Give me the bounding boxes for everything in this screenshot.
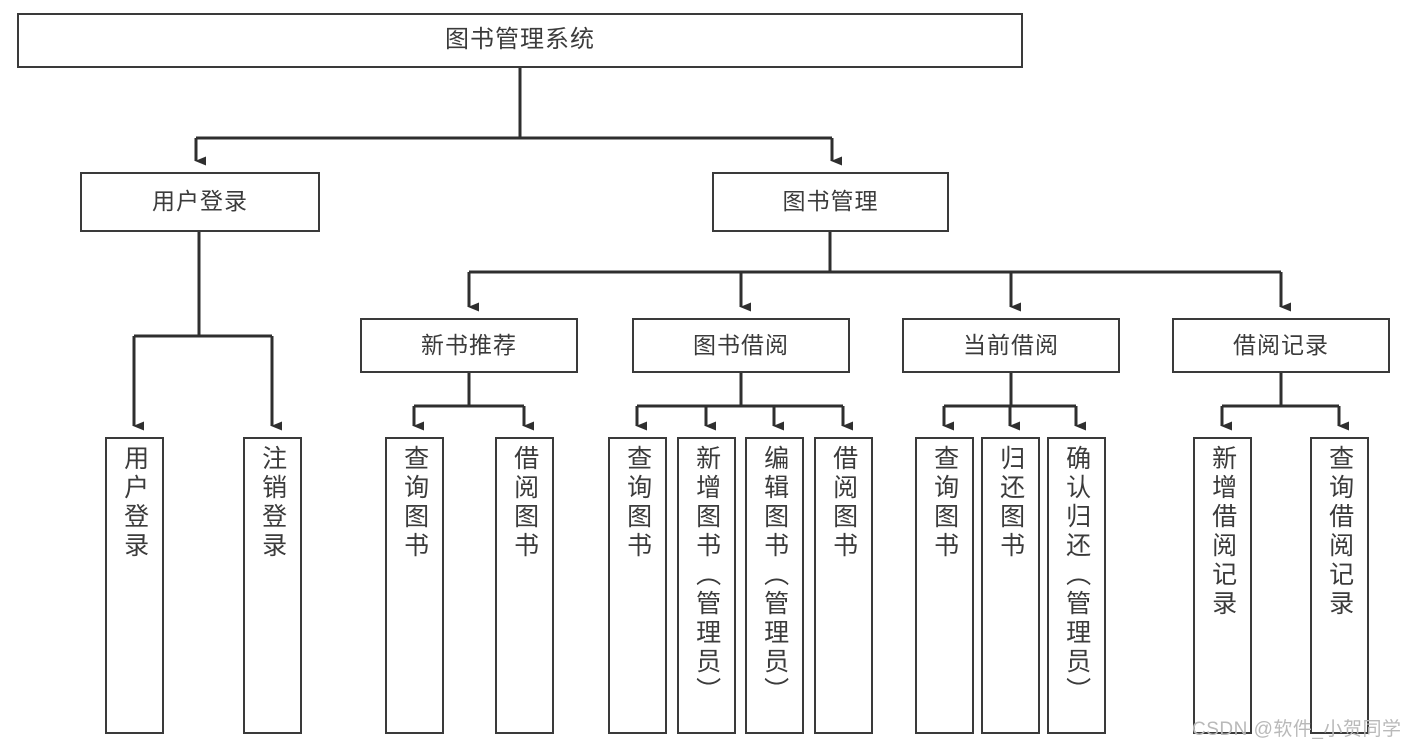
node-current-borrow[interactable]: 当前借阅 xyxy=(902,318,1120,373)
node-new-book-recommend[interactable]: 新书推荐 xyxy=(360,318,578,373)
leaf-add-borrow-record[interactable]: 新增借阅记录 xyxy=(1193,437,1252,734)
leaf-query-borrow-record[interactable]: 查询借阅记录 xyxy=(1310,437,1369,734)
csdn-watermark: CSDN @软件_小贺同学 xyxy=(1192,719,1402,740)
leaf-query-book-current[interactable]: 查询图书 xyxy=(915,437,974,734)
leaf-query-book-borrow[interactable]: 查询图书 xyxy=(608,437,667,734)
leaf-query-book-recommend[interactable]: 查询图书 xyxy=(385,437,444,734)
leaf-add-book-admin[interactable]: 新增图书（管理员） xyxy=(677,437,736,734)
node-label: 用户登录 xyxy=(120,445,149,561)
node-label: 图书借阅 xyxy=(693,331,789,358)
node-label: 查询图书 xyxy=(400,445,429,561)
node-label: 新增图书（管理员） xyxy=(692,445,721,706)
leaf-confirm-return-admin[interactable]: 确认归还（管理员） xyxy=(1047,437,1106,734)
node-label: 归还图书 xyxy=(996,445,1025,561)
node-label: 查询图书 xyxy=(930,445,959,561)
node-label: 注销登录 xyxy=(258,445,287,561)
node-label: 图书管理系统 xyxy=(445,26,595,54)
leaf-borrow-book[interactable]: 借阅图书 xyxy=(814,437,873,734)
node-label: 图书管理 xyxy=(782,188,879,215)
node-label: 借阅记录 xyxy=(1233,331,1329,358)
node-label: 借阅图书 xyxy=(510,445,539,561)
leaf-user-login[interactable]: 用户登录 xyxy=(105,437,164,734)
node-label: 借阅图书 xyxy=(829,445,858,561)
leaf-logout-login[interactable]: 注销登录 xyxy=(243,437,302,734)
node-label: 确认归还（管理员） xyxy=(1062,445,1091,706)
node-label: 新书推荐 xyxy=(421,331,517,358)
leaf-borrow-book-recommend[interactable]: 借阅图书 xyxy=(495,437,554,734)
node-label: 当前借阅 xyxy=(963,331,1059,358)
node-label: 编辑图书（管理员） xyxy=(760,445,789,706)
node-book-borrow[interactable]: 图书借阅 xyxy=(632,318,850,373)
node-label: 查询图书 xyxy=(623,445,652,561)
node-label: 新增借阅记录 xyxy=(1208,445,1237,619)
node-borrow-record[interactable]: 借阅记录 xyxy=(1172,318,1390,373)
node-user-login[interactable]: 用户登录 xyxy=(80,172,320,232)
leaf-return-book[interactable]: 归还图书 xyxy=(981,437,1040,734)
leaf-edit-book-admin[interactable]: 编辑图书（管理员） xyxy=(745,437,804,734)
node-book-management[interactable]: 图书管理 xyxy=(712,172,949,232)
node-label: 用户登录 xyxy=(152,188,248,215)
node-root-book-management-system[interactable]: 图书管理系统 xyxy=(17,13,1023,68)
node-label: 查询借阅记录 xyxy=(1325,445,1354,619)
